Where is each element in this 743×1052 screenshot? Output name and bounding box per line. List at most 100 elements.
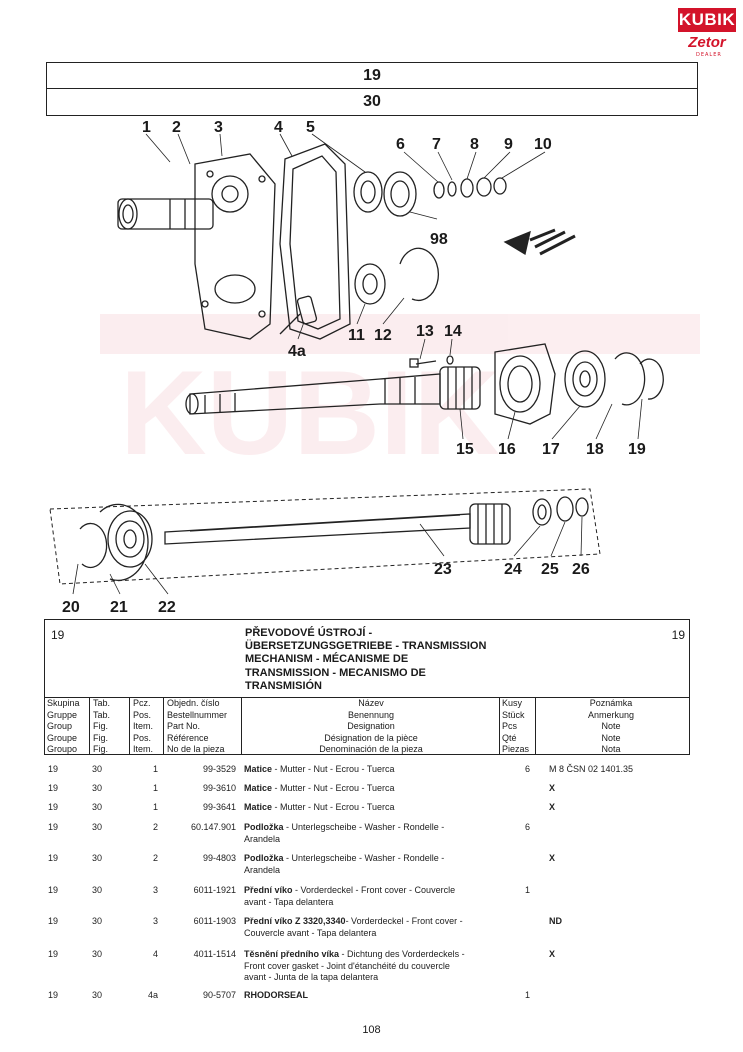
cell-pos: 4a [147,990,158,1000]
column-header-qty: Kusy Stück Pcs Qté Piezas [499,698,536,754]
callout-number: 98 [430,231,448,248]
desc-bold: Podložka [244,822,284,832]
col-label: Skupina [47,698,80,708]
column-header-pos: Pcz. Pos. Item. Pos. Item. [129,698,167,754]
cell-tab: 30 [92,783,103,793]
callout-number: 25 [541,561,559,578]
callout-number: 9 [504,136,513,153]
callout-number: 14 [444,323,462,340]
col-label: Note [601,721,621,731]
cell-pos: 2 [152,853,158,863]
cell-tab: 30 [92,764,103,774]
desc-text: - Mutter - Nut - Ecrou - Tuerca [272,783,395,793]
cell-group: 19 [48,990,59,1000]
callout-number: 7 [432,136,441,153]
callout-number: 5 [306,119,315,136]
cell-group: 19 [48,916,59,926]
callout-number: 4 [274,119,283,136]
col-label: Item. [133,744,154,754]
cell-part-number: 60.147.901 [190,822,236,832]
col-label: Fig. [93,721,109,731]
desc-text: - Dichtung des Vorderdeckels - [339,949,465,959]
col-label: Nota [601,744,621,754]
col-label: Poznámka [589,698,633,708]
circlip-19 [639,358,664,400]
front-cover-gasket [279,143,351,340]
kubik-zetor-logo: KUBIK Zetor DEALER [678,8,736,60]
callout-number: 3 [214,119,223,136]
col-label: Název [358,698,384,708]
cell-description: Matice - Mutter - Nut - Ecrou - Tuerca [244,783,506,795]
cell-tab: 30 [92,802,103,812]
cell-tab: 30 [92,990,103,1000]
rhodorseal-tube [279,295,318,335]
table-number: 30 [363,93,381,110]
group-title-line: ÜBERSETZUNGSGETRIEBE - TRANSMISSION [245,640,487,653]
callout-number: 6 [396,136,405,153]
cell-description: Těsnění předního víka - Dichtung des Vor… [244,949,506,984]
cell-part-number: 99-3610 [202,783,236,793]
logo-dealer-text: DEALER [696,52,722,58]
cell-pos: 1 [152,764,158,774]
cell-description: Matice - Mutter - Nut - Ecrou - Tuerca [244,764,506,776]
cell-pos: 1 [152,802,158,812]
cell-description: Podložka - Unterlegscheibe - Washer - Ro… [244,822,506,845]
header-divider [45,697,689,698]
circlip-20 [79,522,108,569]
group-title-line: PŘEVODOVÉ ÚSTROJÍ - [245,627,373,639]
bolt-13 [409,358,437,368]
desc-bold: Podložka [244,853,284,863]
cell-part-number: 6011-1921 [193,885,236,895]
cell-group: 19 [48,949,59,959]
desc-text: - Vorderdeckel - Front cover - Couvercle [292,885,456,895]
group-title-line: MECHANISM - MÉCANISME DE [245,653,409,666]
desc-text: - Mutter - Nut - Ecrou - Tuerca [272,802,395,812]
desc-bold: Matice [244,802,273,812]
cell-group: 19 [48,783,59,793]
cell-part-number: 6011-1903 [193,916,236,926]
ring-25 [556,496,574,522]
col-label: Kusy [502,698,523,708]
cell-description: Přední víko Z 3320,3340- Vorderdeckel - … [244,916,506,939]
cell-description: Matice - Mutter - Nut - Ecrou - Tuerca [244,802,506,814]
col-label: Part No. [167,721,201,731]
cell-tab: 30 [92,916,103,926]
col-label: Fig. [93,732,109,743]
col-label: Stück [502,709,525,720]
cell-description: Přední víko - Vorderdeckel - Front cover… [244,885,506,908]
col-label: Groupo [47,744,78,754]
input-shaft-assembly [117,198,214,230]
col-label: Gruppe [47,709,78,720]
column-header-note: Poznámka Anmerkung Note Note Nota [535,698,686,754]
column-header-name: Název Benennung Designation Désignation … [241,698,500,754]
group-title: PŘEVODOVÉ ÚSTROJÍ - ÜBERSETZUNGSGETRIEBE… [245,627,513,693]
callout-number: 18 [586,441,604,458]
desc-text-line2: Couvercle avant - Tapa delantera [244,927,377,938]
washer-14 [446,355,454,365]
logo-kubik-text: KUBIK [678,8,736,32]
cell-pos: 4 [152,949,158,959]
desc-bold: Přední víko Z 3320,3340 [244,916,346,926]
cell-group: 19 [48,822,59,832]
page-number: 108 [362,1024,381,1036]
desc-bold: Těsnění předního víka [244,949,340,959]
callout-number: 13 [416,323,434,340]
desc-text-line2: Front cover gasket - Joint d'étanchéité … [244,960,450,971]
desc-text-line2: avant - Tapa delantera [244,896,334,907]
desc-text: - Unterlegscheibe - Washer - Rondelle - [283,822,445,832]
callout-number: 23 [434,561,452,578]
col-label: Pcs [502,721,518,731]
lower-section-box [49,488,601,585]
cell-group: 19 [48,802,59,812]
callout-number: 20 [62,599,80,616]
callout-number: 4a [288,343,306,360]
cell-note: X [549,853,556,863]
leader-lines [72,133,643,595]
desc-text: - Vorderdeckel - Front cover - [345,916,463,926]
col-label: Pos. [133,732,152,743]
direction-arrow [503,228,576,256]
col-label: Item. [133,721,154,731]
col-label: Qté [502,732,517,743]
col-label: Denominación de la pieza [319,744,423,754]
group-table-header: 19 30 [46,62,698,116]
